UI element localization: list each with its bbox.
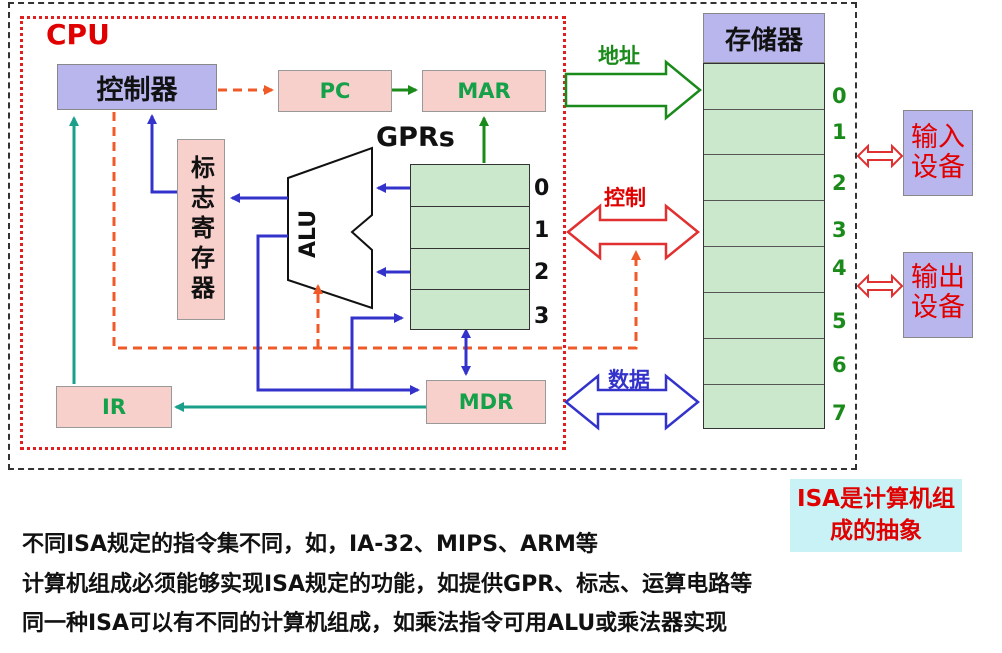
input-device: 输入设备 xyxy=(903,110,973,196)
isa-badge: ISA是计算机组成的抽象 xyxy=(790,479,962,552)
data-bus-label: 数据 xyxy=(608,368,650,392)
ir-register: IR xyxy=(56,386,172,428)
note-line-2: 计算机组成必须能够实现ISA规定的功能，如提供GPR、标志、运算电路等 xyxy=(22,572,753,597)
memory-cell-divider xyxy=(704,200,824,201)
memory-address: 0 xyxy=(832,84,847,108)
output-device: 输出设备 xyxy=(903,252,973,338)
address-bus-label: 地址 xyxy=(598,44,640,68)
alu-label: ALU xyxy=(296,209,321,258)
note-line-1: 不同ISA规定的指令集不同，如，IA-32、MIPS、ARM等 xyxy=(22,532,598,557)
mar-register: MAR xyxy=(422,70,546,112)
memory-cell-divider xyxy=(704,384,824,385)
cpu-frame xyxy=(20,16,566,450)
gpr-divider xyxy=(411,248,529,249)
cpu-label: CPU xyxy=(46,18,110,51)
gpr-index: 0 xyxy=(534,176,550,201)
memory-cell-divider xyxy=(704,154,824,155)
gpr-file xyxy=(410,164,530,330)
gpr-index: 1 xyxy=(534,218,550,243)
memory-address: 5 xyxy=(832,309,847,333)
flag-register: 标志寄存器 xyxy=(177,139,225,320)
system-frame xyxy=(8,2,857,470)
controller-box: 控制器 xyxy=(57,64,217,110)
memory-cell-divider xyxy=(704,109,824,110)
mdr-register: MDR xyxy=(426,380,546,424)
gprs-label: GPRs xyxy=(376,122,455,153)
memory-cell-divider xyxy=(704,292,824,293)
memory-address: 4 xyxy=(832,256,847,280)
memory-title: 存储器 xyxy=(703,13,825,63)
gpr-index: 3 xyxy=(534,304,550,329)
control-bus-label: 控制 xyxy=(604,186,646,210)
gpr-index: 2 xyxy=(534,260,550,285)
alu-shape xyxy=(287,146,373,310)
memory-address: 2 xyxy=(832,171,847,195)
memory-array xyxy=(703,63,825,429)
memory-address: 7 xyxy=(832,401,847,425)
gpr-divider xyxy=(411,289,529,290)
gpr-divider xyxy=(411,206,529,207)
memory-address: 6 xyxy=(832,353,847,377)
memory-cell-divider xyxy=(704,338,824,339)
memory-address: 1 xyxy=(832,120,847,144)
memory-cell-divider xyxy=(704,246,824,247)
memory-address: 3 xyxy=(832,218,847,242)
note-line-3: 同一种ISA可以有不同的计算机组成，如乘法指令可用ALU或乘法器实现 xyxy=(22,611,728,636)
pc-register: PC xyxy=(278,70,392,112)
